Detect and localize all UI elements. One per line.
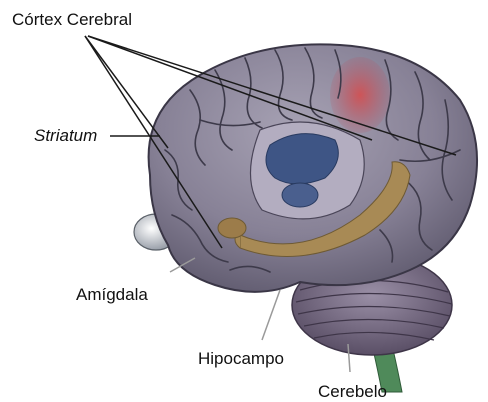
amygdala-label: Amígdala — [76, 285, 148, 305]
hippocampus-label: Hipocampo — [198, 349, 284, 369]
striatum-label: Striatum — [34, 126, 97, 146]
cortex-label: Córtex Cerebral — [12, 10, 132, 30]
cerebellum-label: Cerebelo — [318, 382, 387, 402]
amygdala-structure — [218, 218, 246, 238]
